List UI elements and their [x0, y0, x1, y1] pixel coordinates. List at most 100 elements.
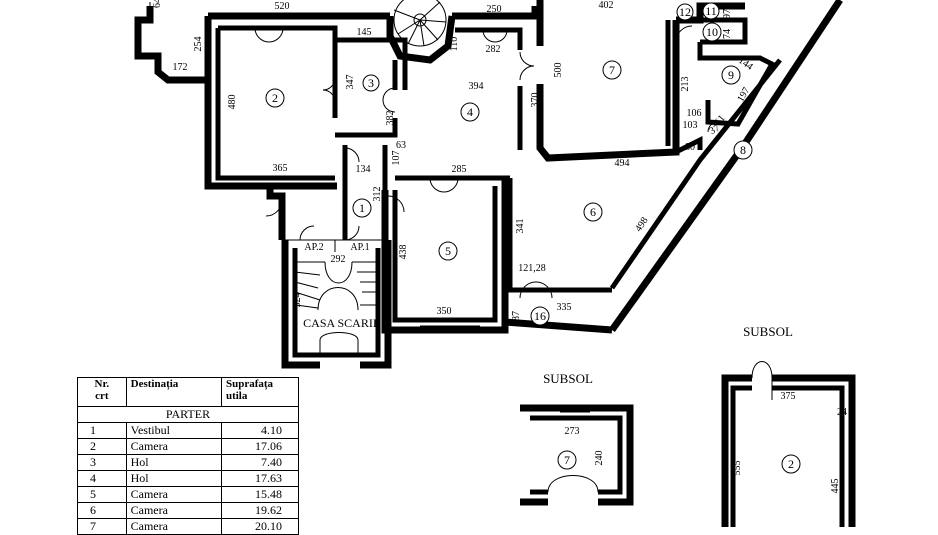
basement-small-height: 240	[594, 451, 605, 466]
hall-3-bottom	[335, 118, 398, 138]
hall-4-top	[455, 27, 523, 50]
dim-370: 370	[530, 93, 541, 108]
dim-145: 145	[357, 27, 372, 38]
dim-480: 480	[227, 95, 238, 110]
basement-small: SUBSOL 273 240 7	[520, 371, 634, 506]
stair-inner	[292, 248, 381, 358]
room-6-top	[547, 135, 703, 161]
dim-87: 87	[511, 311, 522, 321]
room-schedule-table: Nr. crt Destinația Suprafața utila PARTE…	[77, 377, 300, 535]
cell-area: 7.40	[220, 454, 300, 471]
room-10-number: 10	[706, 25, 718, 39]
header-area-text: Suprafața utila	[225, 378, 274, 402]
corridor-left	[266, 186, 286, 240]
dim-64: 64	[152, 0, 163, 8]
top-wall-right	[452, 6, 539, 20]
dim-292: 292	[331, 254, 346, 265]
cell-area: 17.63	[220, 470, 300, 487]
ap2-label: AP.2	[304, 242, 323, 253]
cell-nr: 4	[77, 470, 127, 487]
dim-172: 172	[173, 62, 188, 73]
room-16-number: 16	[534, 309, 546, 323]
section-row: PARTER	[77, 406, 299, 423]
dim-350: 350	[437, 306, 452, 317]
dim-74: 74	[722, 29, 733, 39]
dim-500: 500	[553, 63, 564, 78]
room-7-wall	[536, 0, 680, 162]
basement-small-room-number: 7	[564, 453, 570, 467]
dim-250: 250	[487, 4, 502, 15]
room-4-number: 4	[467, 105, 473, 119]
dim-382: 382	[385, 111, 396, 126]
dim-520: 520	[275, 1, 290, 12]
stair-box	[281, 240, 392, 369]
spiral-stair-wall	[386, 15, 456, 64]
dim-106: 106	[687, 108, 702, 119]
dim-80: 80	[685, 142, 695, 153]
cell-destination: Camera	[125, 502, 222, 519]
dim-107: 107	[391, 151, 402, 166]
cell-destination: Camera	[125, 486, 222, 503]
cell-nr: 6	[77, 502, 127, 519]
dim-110: 110	[449, 37, 460, 52]
basement-large-left-dim: 555	[732, 461, 743, 476]
room-7-number: 7	[609, 63, 615, 77]
dim-37: 37	[708, 123, 722, 138]
cell-area: 17.06	[220, 438, 300, 455]
header-destination-text: Destinația	[130, 378, 179, 390]
dim-494: 494	[615, 158, 630, 169]
dim-97: 97	[722, 9, 733, 19]
basement-large: SUBSOL 375 24 555 445 2	[721, 324, 856, 527]
header-nr-text: Nr. crt	[94, 378, 110, 402]
room-3-number: 3	[368, 76, 374, 90]
room-6-number: 6	[590, 205, 596, 219]
room-1-number: 1	[359, 201, 365, 215]
dim-394: 394	[469, 81, 484, 92]
dim-498: 498	[633, 215, 650, 234]
basement-large-right-dim: 445	[830, 479, 841, 494]
cell-nr: 2	[77, 438, 127, 455]
basement-large-room-number: 2	[788, 457, 794, 471]
basement-large-title: SUBSOL	[743, 324, 793, 339]
room-5-inner	[392, 186, 498, 323]
room-6-bottom	[504, 318, 613, 334]
room-11-number: 11	[705, 4, 717, 18]
room-8-number: 8	[740, 143, 746, 157]
dim-312: 312	[372, 187, 383, 202]
dim-324: 324	[292, 293, 303, 308]
dim-213: 213	[680, 77, 691, 92]
diagonal-wall	[609, 0, 843, 333]
cell-area: 19.62	[220, 502, 300, 519]
dim-63: 63	[396, 140, 406, 151]
dim-365: 365	[273, 163, 288, 174]
basement-small-width: 273	[565, 426, 580, 437]
room-10-wall	[700, 17, 748, 45]
room-2-inner-top	[218, 25, 338, 118]
dim-347: 347	[345, 75, 356, 90]
room-6-left	[507, 178, 612, 293]
basement-large-top-dim: 375	[781, 391, 796, 402]
dim-282: 282	[486, 44, 501, 55]
room-2-inner-left	[215, 28, 335, 181]
right-rooms-top	[676, 2, 745, 24]
cell-destination: Vestibul	[125, 422, 222, 439]
dim-402: 402	[599, 0, 614, 11]
basement-large-corner-dim: 24	[837, 407, 847, 418]
ap-divider	[285, 239, 388, 252]
room-markers: 2 3 4 7 6 5 1 9 8 10 11 12 16	[265, 2, 753, 326]
room-9-wall	[697, 42, 776, 127]
header-nr: Nr. crt	[77, 377, 127, 407]
dim-438: 438	[398, 245, 409, 260]
room-5-number: 5	[445, 244, 451, 258]
diagonal-inner	[609, 58, 782, 290]
bay-window-wall	[134, 6, 208, 84]
dim-103: 103	[683, 120, 698, 131]
room-9-number: 9	[728, 68, 734, 82]
